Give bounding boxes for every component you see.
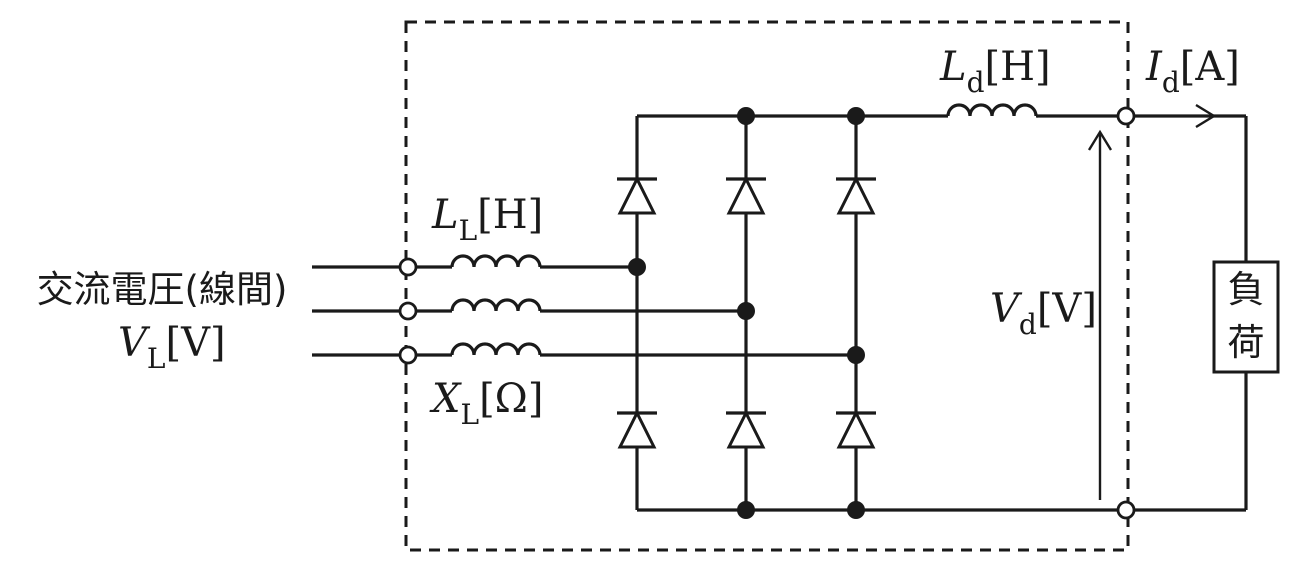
diode-icon [617, 175, 657, 215]
dc-inductance-label: Ld[H] [939, 44, 1051, 99]
junction-dot [847, 346, 865, 364]
diode-icon [836, 175, 876, 215]
voltage-arrow-icon [1087, 129, 1113, 500]
dc-terminal-negative [1116, 500, 1136, 520]
junction-dot [628, 258, 646, 276]
line-reactance-label: XL[Ω] [429, 376, 543, 431]
diode-group [617, 175, 876, 449]
junction-dot [737, 107, 755, 125]
converter-enclosure [404, 20, 1130, 552]
diode-icon [836, 409, 876, 449]
ac-voltage-label: VL[V] [118, 320, 226, 375]
diode-icon [617, 409, 657, 449]
load-branch: 負 荷 [1212, 116, 1280, 510]
dc-inductor-coil [946, 103, 1038, 117]
load-label-char1: 負 [1228, 268, 1265, 311]
ac-line-2 [312, 298, 746, 313]
junction-dot [847, 501, 865, 519]
junction-dot [737, 302, 755, 320]
dc-voltage-label: Vd[V] [990, 286, 1097, 341]
ac-terminal [398, 257, 418, 277]
ac-line-1 [312, 254, 637, 269]
load-label-char2: 荷 [1228, 321, 1265, 364]
junction-dot [737, 501, 755, 519]
diode-icon [726, 409, 766, 449]
diode-icon [726, 175, 766, 215]
ac-terminal [398, 301, 418, 321]
ac-terminal [398, 345, 418, 365]
dc-current-label: Id[A] [1145, 44, 1240, 99]
junction-dot [847, 107, 865, 125]
line-inductance-label: LL[H] [431, 192, 543, 247]
current-arrow-icon [1195, 103, 1217, 129]
load-box [1212, 260, 1280, 374]
ac-line-3 [312, 342, 856, 357]
ac-source-label: 交流電圧(線間) [37, 268, 288, 311]
dc-terminal-positive [1116, 106, 1136, 126]
